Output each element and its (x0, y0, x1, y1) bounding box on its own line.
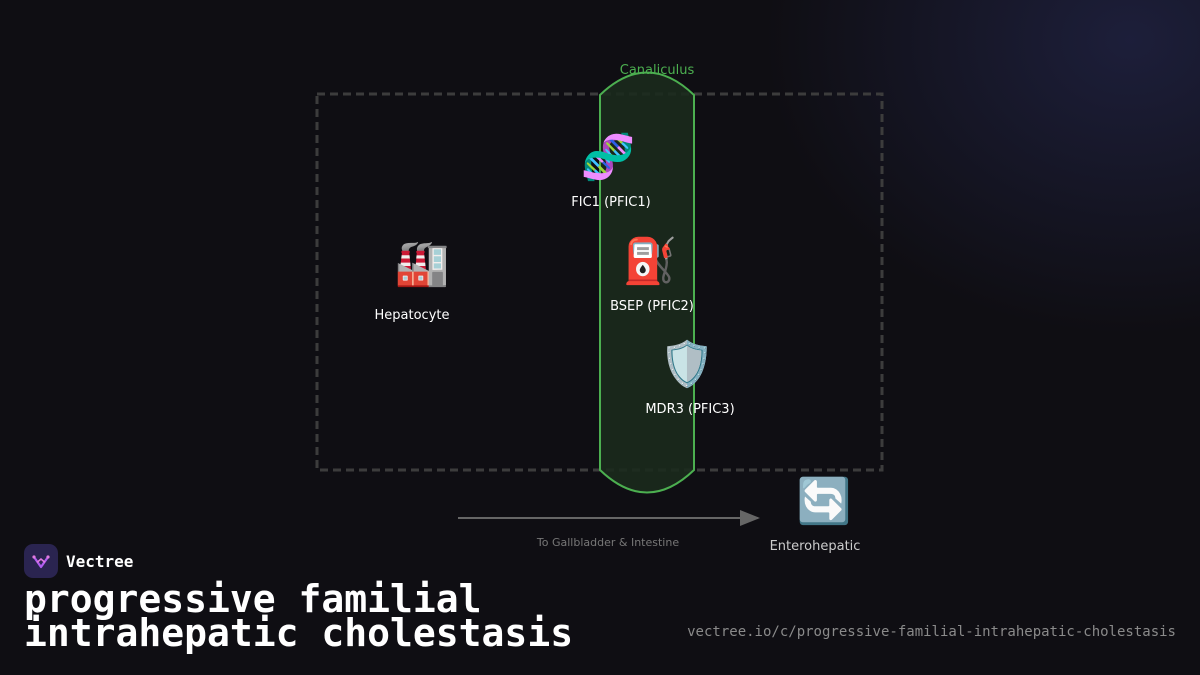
factory-icon: 🏭 (394, 238, 450, 289)
bsep-label: BSEP (PFIC2) (610, 299, 694, 314)
shield-icon: 🛡️ (659, 339, 715, 390)
fuel-pump-icon: ⛽ (622, 236, 678, 287)
vectree-logo-icon (24, 544, 58, 578)
enterohepatic-label: Enterohepatic (769, 539, 861, 554)
mdr3-label: MDR3 (PFIC3) (645, 402, 735, 417)
canaliculus-label: Canaliculus (619, 63, 695, 78)
brand-name: Vectree (66, 551, 134, 571)
brand: Vectree (24, 544, 133, 578)
dna-icon: 🧬 (580, 132, 636, 183)
fic1-label: FIC1 (PFIC1) (571, 195, 651, 210)
cycle-arrows-icon: 🔄 (796, 476, 852, 527)
flow-label: To Gallbladder & Intestine (536, 536, 680, 549)
page-url[interactable]: vectree.io/c/progressive-familial-intrah… (687, 624, 1176, 640)
page-title: progressive familial intrahepatic choles… (24, 577, 574, 655)
canaliculus-channel (599, 71, 695, 494)
hepatocyte-label: Hepatocyte (374, 308, 450, 323)
